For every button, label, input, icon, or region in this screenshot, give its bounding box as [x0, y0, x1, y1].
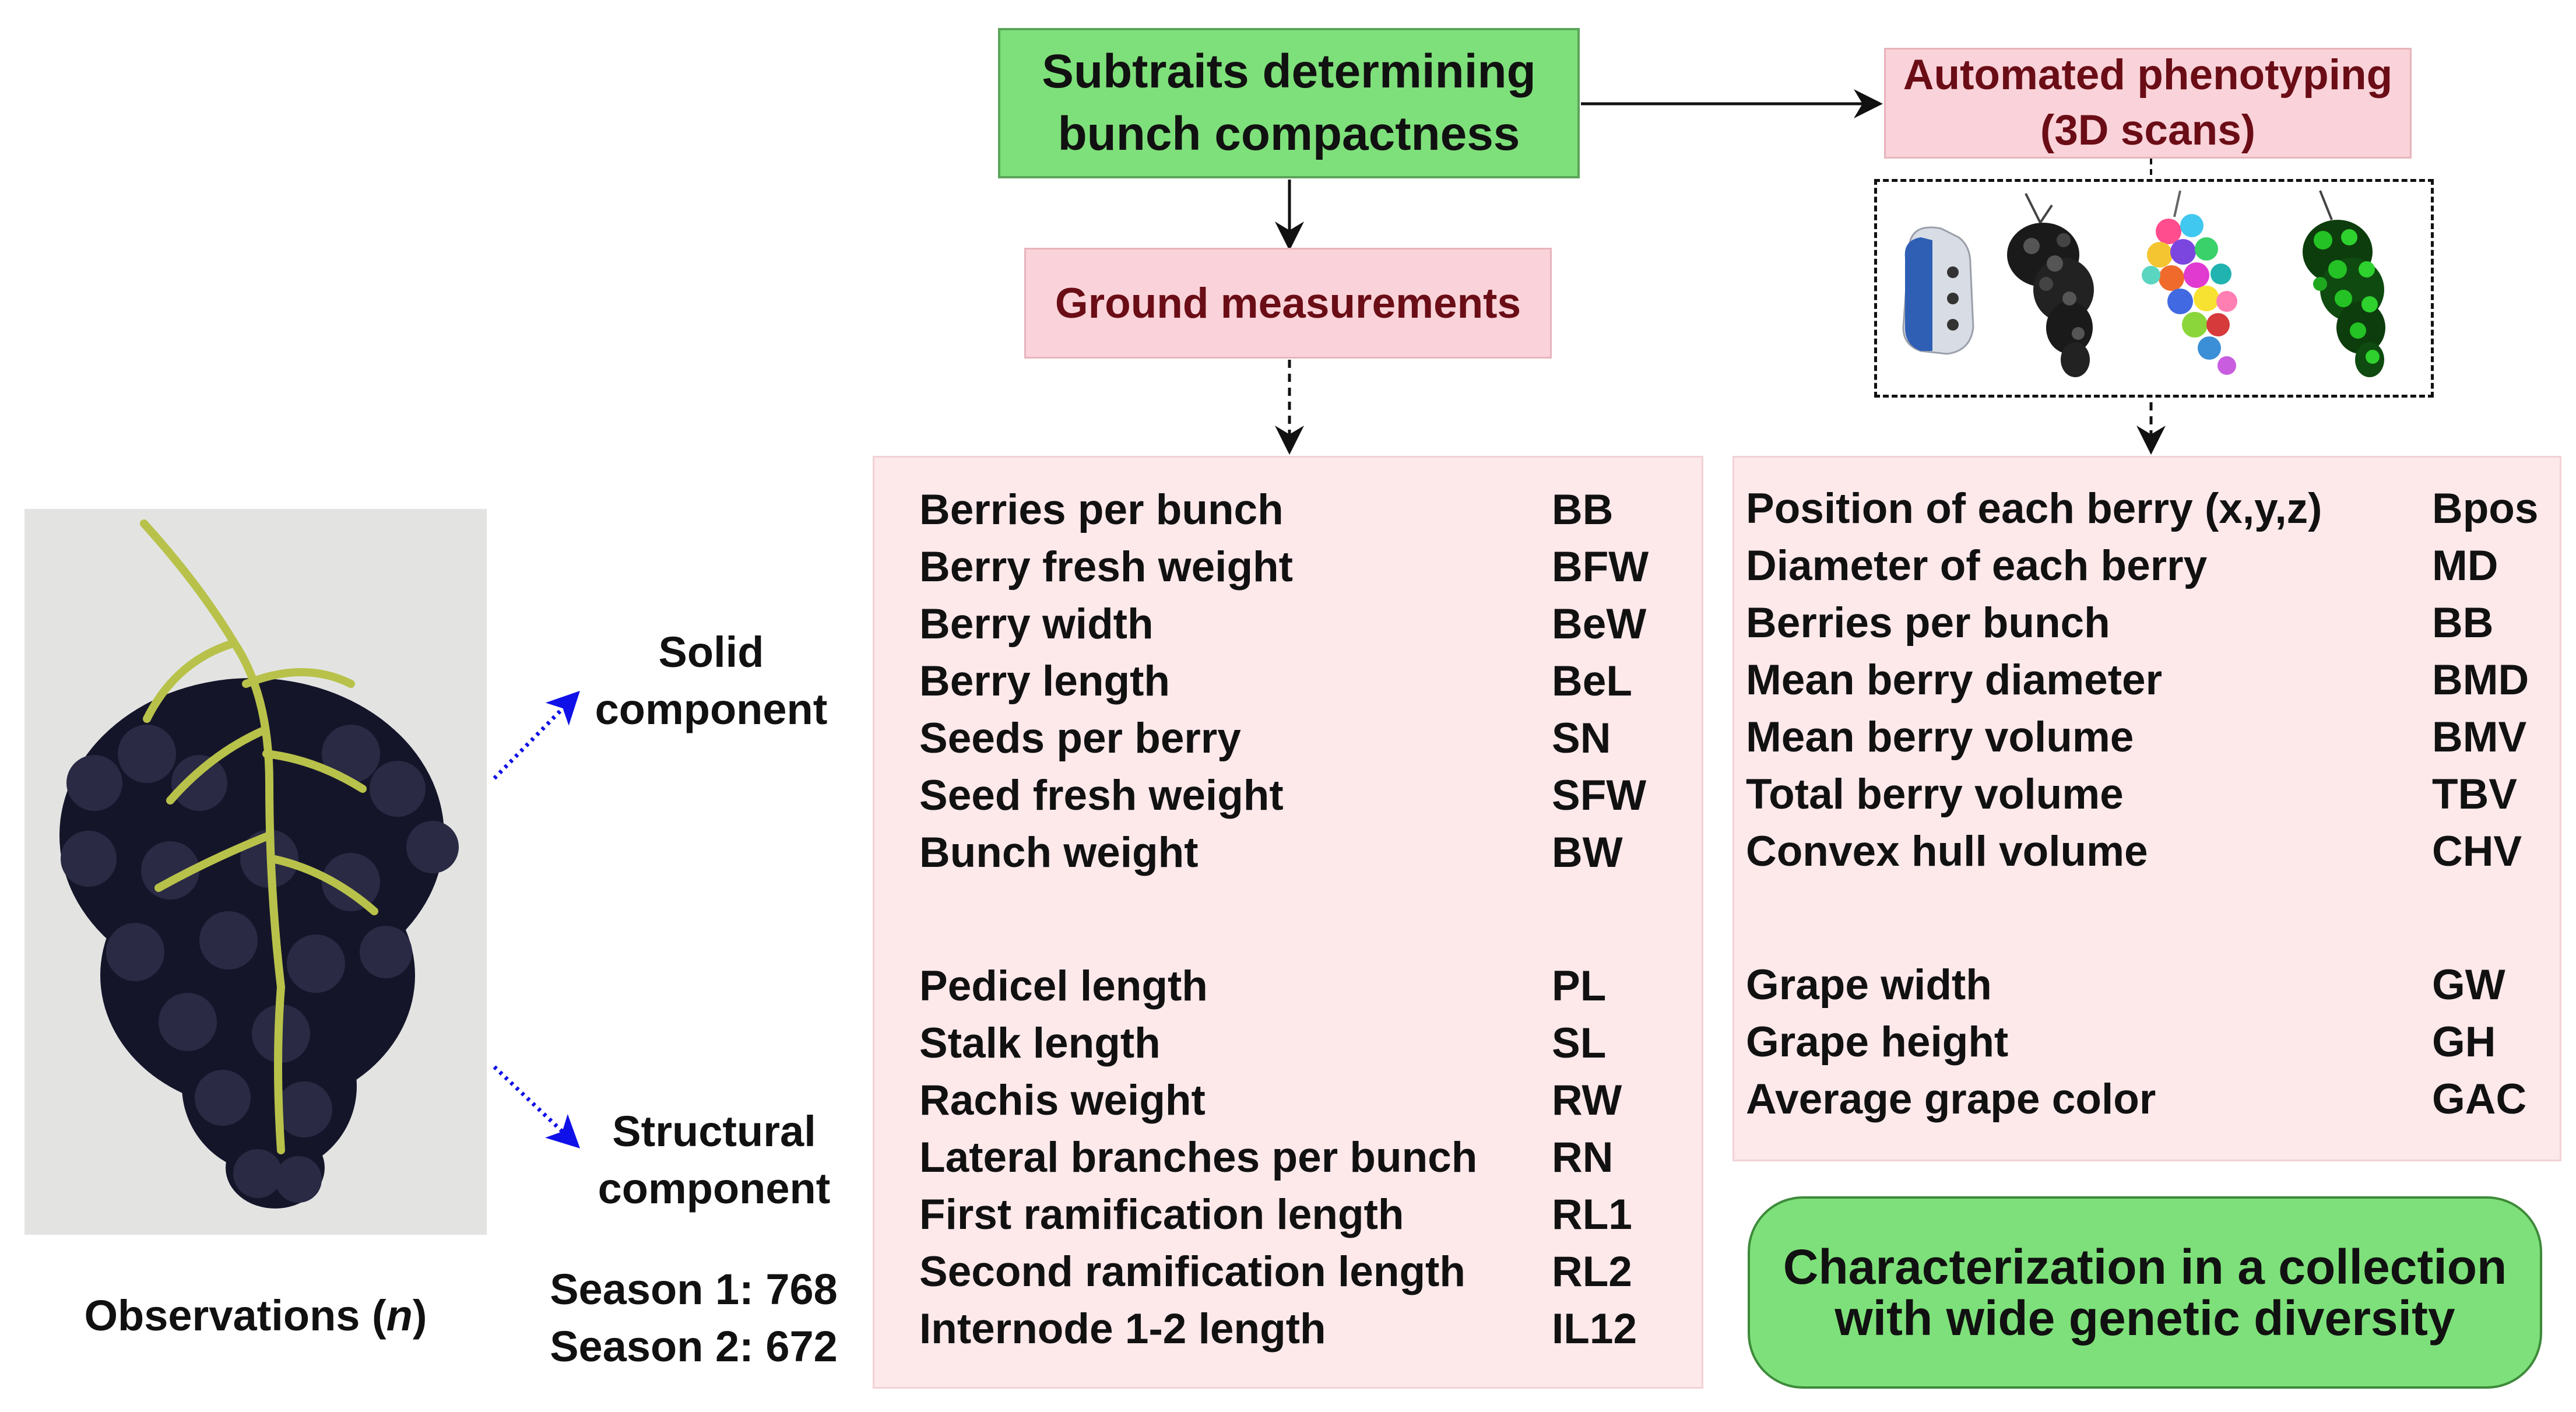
- trait-code: RL2: [1552, 1248, 1632, 1295]
- trait-code: BMD: [2432, 656, 2529, 704]
- ground-measurements-label: Ground measurements: [1055, 279, 1521, 327]
- trait-code: TBV: [2432, 771, 2517, 818]
- solid-label-line2: component: [595, 685, 828, 734]
- trait-name: Mean berry volume: [1746, 714, 2134, 761]
- solid-label-line1: Solid: [658, 628, 764, 676]
- trait-name: Grape width: [1746, 961, 1992, 1009]
- ground-measurements-box: Ground measurements: [1024, 248, 1552, 359]
- automated-phenotyping-box: Automated phenotyping (3D scans): [1884, 48, 2412, 159]
- subtraits-title-line2: bunch compactness: [1057, 107, 1520, 160]
- characterization-line1: Characterization in a collection: [1783, 1239, 2507, 1294]
- trait-code: BB: [2432, 599, 2494, 647]
- season2-count: Season 2: 672: [550, 1322, 838, 1371]
- trait-code: GW: [2432, 961, 2505, 1009]
- arrow-structural-component: [493, 1065, 581, 1148]
- grape-bunch-illustration: [59, 519, 459, 1209]
- trait-code: BB: [1552, 486, 1614, 533]
- scanner-device-icon: [1902, 226, 1974, 355]
- segmented-scan-bunch-image: [2142, 190, 2237, 375]
- green-scan-bunch-image: [2303, 190, 2385, 377]
- trait-code: Bpos: [2432, 485, 2539, 532]
- trait-name: Berries per bunch: [1746, 599, 2110, 647]
- ground-traits-panel: [873, 456, 1703, 1389]
- trait-code: GH: [2432, 1018, 2496, 1066]
- trait-name: Seed fresh weight: [919, 772, 1284, 819]
- characterization-line2: with wide genetic diversity: [1835, 1291, 2455, 1346]
- season1-count: Season 1: 768: [550, 1265, 838, 1313]
- automated-title-line1: Automated phenotyping: [1903, 51, 2393, 99]
- trait-code: BW: [1552, 829, 1623, 876]
- grape-bunch-photo: [24, 509, 487, 1235]
- trait-code: SFW: [1552, 772, 1647, 819]
- trait-name: Lateral branches per bunch: [919, 1134, 1478, 1181]
- trait-code: SL: [1552, 1020, 1607, 1067]
- trait-code: BMV: [2432, 714, 2527, 761]
- characterization-box: Characterization in a collection with wi…: [1748, 1196, 2542, 1389]
- trait-name: Bunch weight: [919, 829, 1199, 876]
- trait-name: Convex hull volume: [1746, 828, 2148, 875]
- trait-name: First ramification length: [919, 1191, 1404, 1238]
- trait-code: CHV: [2432, 828, 2522, 875]
- trait-name: Berries per bunch: [919, 486, 1284, 533]
- structural-label-line1: Structural: [612, 1107, 816, 1155]
- trait-name: Mean berry diameter: [1746, 656, 2163, 704]
- observations-n: n: [386, 1291, 413, 1340]
- trait-code: PL: [1552, 963, 1607, 1010]
- structural-component-label: Structural component: [586, 1103, 842, 1218]
- trait-code: MD: [2432, 542, 2498, 589]
- trait-name: Grape height: [1746, 1018, 2009, 1066]
- observations-prefix: Observations (: [84, 1291, 386, 1340]
- trait-code: BeL: [1552, 658, 1632, 705]
- trait-name: Average grape color: [1746, 1076, 2156, 1123]
- trait-name: Berry fresh weight: [919, 543, 1293, 591]
- trait-name: Diameter of each berry: [1746, 542, 2208, 589]
- trait-code: BFW: [1552, 543, 1649, 591]
- automated-title-line2: (3D scans): [2040, 107, 2256, 154]
- trait-name: Berry length: [919, 658, 1170, 705]
- trait-code: IL12: [1552, 1305, 1637, 1353]
- solid-component-label: Solid component: [583, 624, 839, 739]
- trait-name: Seeds per berry: [919, 715, 1241, 762]
- trait-name: Stalk length: [919, 1020, 1161, 1067]
- season-counts: Season 1: 768 Season 2: 672: [528, 1261, 860, 1376]
- trait-code: GAC: [2432, 1076, 2527, 1123]
- trait-name: Internode 1-2 length: [919, 1305, 1326, 1353]
- trait-name: Rachis weight: [919, 1077, 1206, 1124]
- trait-name: Total berry volume: [1746, 771, 2124, 818]
- arrow-solid-component: [493, 690, 580, 780]
- trait-code: BeW: [1552, 600, 1647, 648]
- scan-images-frame: [1874, 179, 2434, 398]
- trait-name: Second ramification length: [919, 1248, 1466, 1295]
- scan-illustrations: [1902, 190, 2385, 377]
- trait-code: RW: [1552, 1077, 1622, 1124]
- subtraits-box: Subtraits determining bunch compactness: [998, 28, 1580, 178]
- observations-suffix: ): [412, 1291, 427, 1340]
- trait-name: Position of each berry (x,y,z): [1746, 485, 2322, 532]
- trait-code: SN: [1552, 715, 1611, 762]
- observations-label: Observations (n): [24, 1287, 487, 1344]
- trait-code: RL1: [1552, 1191, 1632, 1238]
- subtraits-title-line1: Subtraits determining: [1042, 45, 1536, 99]
- structural-label-line2: component: [598, 1164, 831, 1213]
- trait-code: RN: [1552, 1134, 1614, 1181]
- automated-traits-panel: [1732, 456, 2561, 1161]
- black-scan-bunch-image: [2007, 193, 2094, 377]
- trait-name: Pedicel length: [919, 963, 1208, 1010]
- trait-name: Berry width: [919, 600, 1154, 648]
